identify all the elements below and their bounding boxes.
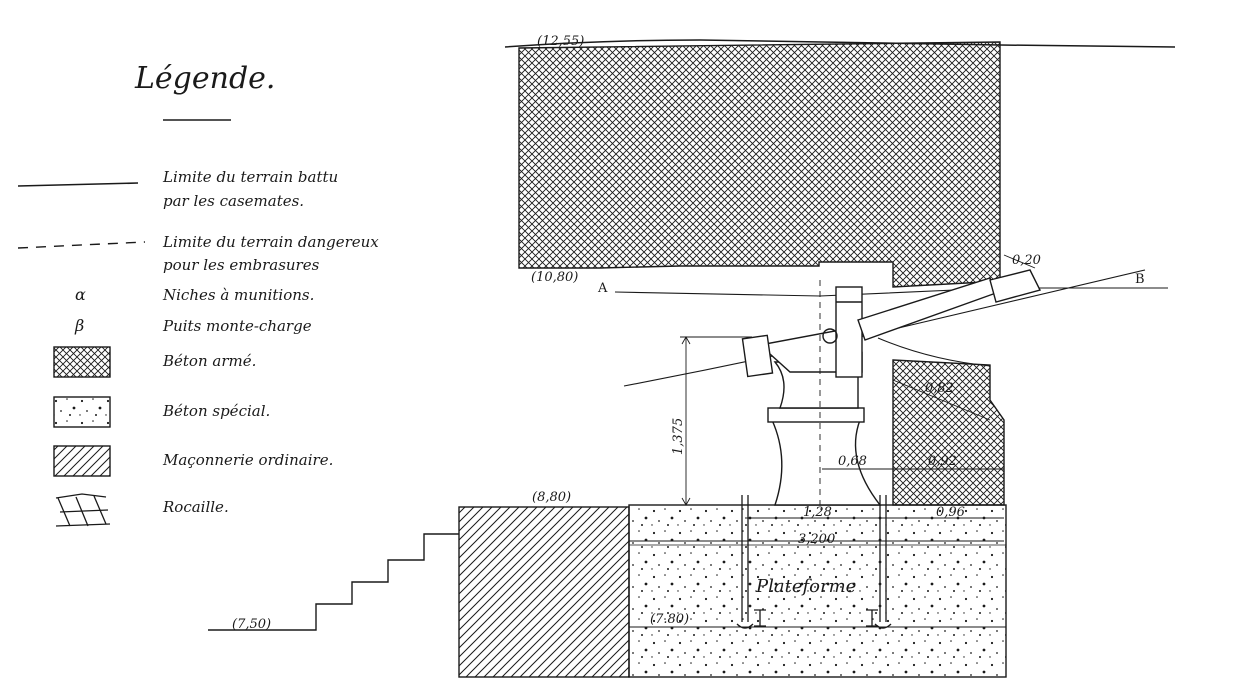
dim-right-width: 0,96 [936,505,965,520]
legend-item-4: Puits monte-charge [162,317,312,335]
elevation-top: (12,55) [537,34,584,49]
elevation-ceiling: (10,80) [531,270,578,285]
elevation-ground: (8,80) [532,490,571,505]
legend-dashed-line-symbol [17,241,146,249]
masonry-block [458,506,630,678]
legend-item-7: Maçonnerie ordinaire. [162,451,333,469]
line-terrain-battu [614,287,1168,297]
elevation-stairs: (7,50) [232,617,271,632]
legend-item-3: Niches à munitions. [162,286,314,304]
legend-item-1-line1: Limite du terrain battu [162,168,338,186]
legend-item-8: Rocaille. [162,498,229,516]
gun-breech [741,334,774,378]
elevation-platform: (7.80) [650,612,689,627]
dim-gap: 0,20 [1012,253,1041,268]
legend-rocaille-swatch [55,493,111,527]
gun-muzzle [989,269,1042,303]
legend-title: Légende. [134,61,275,96]
gun-trunnion [822,328,838,344]
gun-shield [835,286,863,378]
point-a-label: A [597,281,608,296]
anchor-bolts [736,495,892,629]
dim-wall-upper: 0,82 [925,381,954,396]
legend-item-1-line2: par les casemates. [163,192,304,210]
staircase [208,533,459,631]
dim-base-width: 1,28 [803,505,832,520]
legend-alpha-symbol: α [75,285,86,304]
reinforced-concrete-roof [518,41,1001,288]
gun-barrel [857,277,997,341]
point-b-label: B [1135,272,1145,287]
dim-platform-width: 3,200 [798,532,835,547]
dimension-lines [629,254,1036,542]
special-concrete-platform [628,504,1007,678]
cannon [741,269,1042,506]
legend-item-2-line2: pour les embrasures [163,256,320,274]
gun-pedestal-collar [767,407,865,423]
legend-item-6: Béton spécial. [162,402,270,420]
legend-beta-symbol: β [74,316,84,335]
platform-label: Plateforme [755,576,856,597]
legend-item-5: Béton armé. [162,352,256,370]
legend-dots-swatch [53,396,111,428]
legend: Légende. Limite du terrain battu par les… [17,61,379,527]
legend-crosshatch-swatch [53,346,111,378]
terrain-top-line [504,39,1176,48]
dim-height: 1,375 [671,418,686,455]
dim-mount-offset: 0,68 [838,454,867,469]
legend-item-2-line1: Limite du terrain dangereux [162,233,379,251]
legend-solid-line-symbol [17,182,139,187]
dim-wall-lower: 0,92 [928,454,957,469]
legend-diagonal-swatch [53,445,111,477]
